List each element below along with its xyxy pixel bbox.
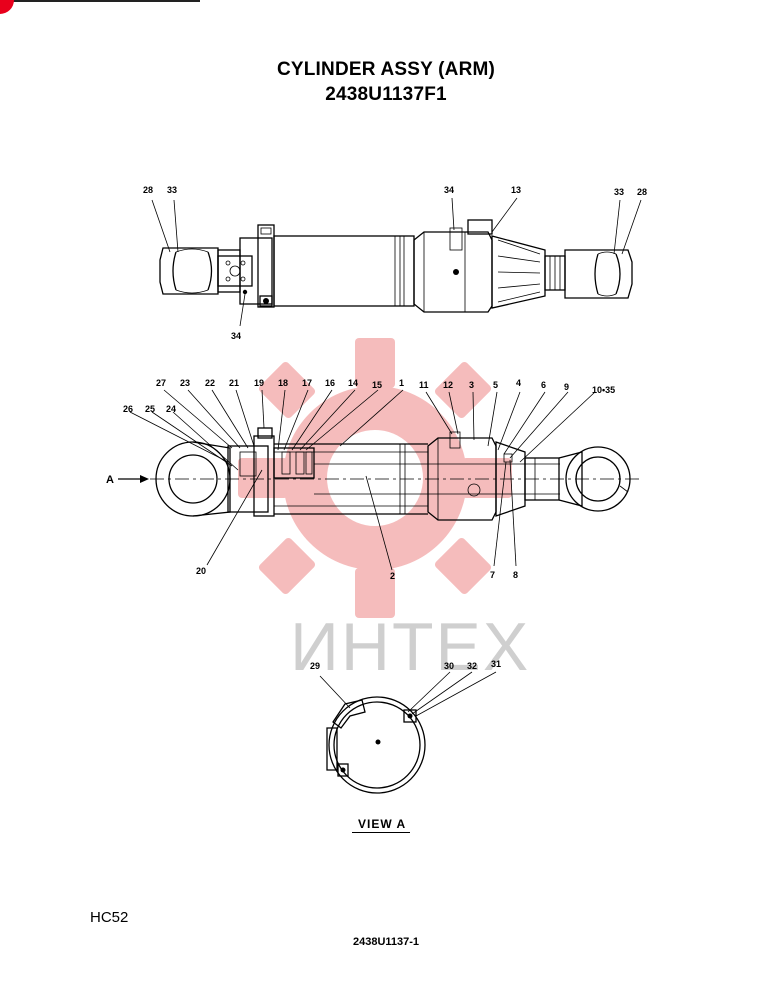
top-view-cylinder (151, 197, 642, 327)
callout-34-bottom: 34 (231, 331, 241, 341)
drawing-title: CYLINDER ASSY (ARM) (276, 59, 496, 80)
callout-24: 24 (166, 404, 176, 414)
callout-17: 17 (302, 378, 312, 388)
callout-7: 7 (490, 570, 495, 580)
end-view-callouts: 29 30 32 31 (310, 659, 501, 671)
callout-32: 32 (467, 661, 477, 671)
callout-15: 15 (372, 380, 382, 390)
callout-20: 20 (196, 566, 206, 576)
section-view-callouts: 27 23 22 21 19 18 17 16 14 15 1 11 12 3 … (106, 378, 615, 581)
drawing-number: 2438U1137F1 (325, 84, 447, 105)
footer-code: 2438U1137-1 (352, 936, 420, 948)
end-view-cylinder (319, 671, 497, 794)
callout-3: 3 (469, 380, 474, 390)
section-view-cylinder (118, 389, 640, 571)
callout-4: 4 (516, 378, 521, 388)
callout-23: 23 (180, 378, 190, 388)
callout-6: 6 (541, 380, 546, 390)
callout-30: 30 (444, 661, 454, 671)
callout-14: 14 (348, 378, 358, 388)
callout-10-35: 10•35 (592, 385, 615, 395)
watermark-text: ИНТЕХ (290, 609, 531, 685)
callout-9: 9 (564, 382, 569, 392)
callout-5: 5 (493, 380, 498, 390)
callout-33-right: 33 (614, 187, 624, 197)
watermark-gear-icon (238, 338, 512, 618)
callout-28-left: 28 (143, 185, 153, 195)
callout-26: 26 (123, 404, 133, 414)
callout-16: 16 (325, 378, 335, 388)
callout-31: 31 (491, 659, 501, 669)
callout-11: 11 (419, 380, 429, 390)
callout-21: 21 (229, 378, 239, 388)
callout-1: 1 (399, 378, 404, 388)
top-rule (0, 0, 200, 2)
view-a-label: VIEW A (352, 817, 411, 833)
callout-19: 19 (254, 378, 264, 388)
title-block: CYLINDER ASSY (ARM) 2438U1137F1 (0, 57, 772, 107)
arrow-a-label: A (106, 474, 114, 486)
page-code: HC52 (90, 909, 129, 926)
callout-8: 8 (513, 570, 518, 580)
callout-18: 18 (278, 378, 288, 388)
top-view-callouts: 28 33 34 13 33 28 34 (143, 185, 647, 341)
callout-27: 27 (156, 378, 166, 388)
callout-33-left: 33 (167, 185, 177, 195)
callout-29: 29 (310, 661, 320, 671)
callout-34-top: 34 (444, 185, 454, 195)
callout-13: 13 (511, 185, 521, 195)
callout-22: 22 (205, 378, 215, 388)
callout-12: 12 (443, 380, 453, 390)
callout-28-right: 28 (637, 187, 647, 197)
callout-25: 25 (145, 404, 155, 414)
callout-2: 2 (390, 571, 395, 581)
